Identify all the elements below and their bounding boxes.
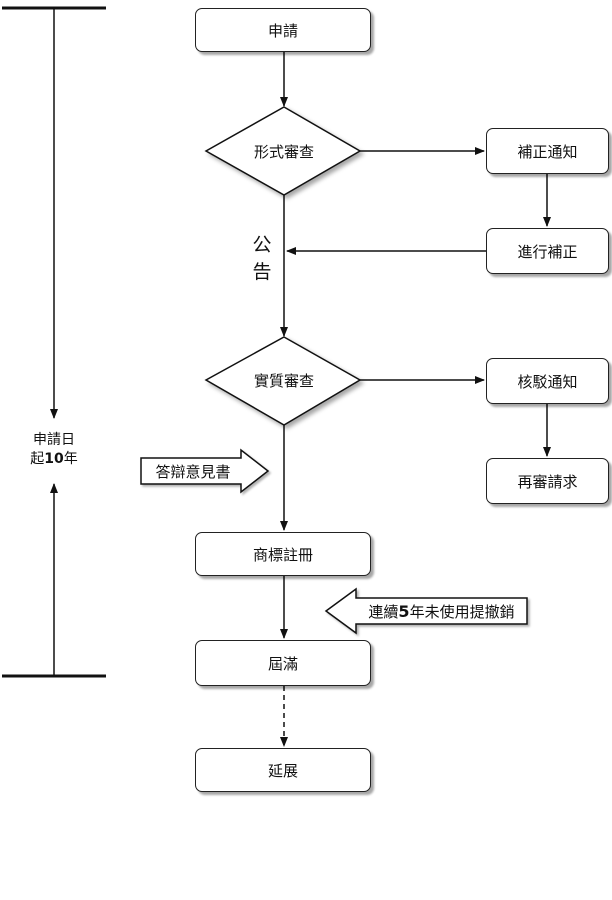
apply-node: 申請 (195, 8, 371, 52)
term-line-2-post: 年 (63, 451, 78, 467)
response-block-arrow (140, 448, 270, 494)
correction-notice-label: 補正通知 (517, 142, 578, 161)
substantive-review-diamond (204, 336, 362, 426)
re-examination-label: 再審請求 (517, 472, 578, 491)
term-label: 申請日 起10年 (19, 431, 89, 469)
renewal-node: 延展 (195, 748, 371, 792)
term-line-2-num: 10 (44, 451, 64, 467)
registration-node: 商標註冊 (195, 532, 371, 576)
revocation-pre: 連續 (368, 602, 399, 621)
substantive-review-label: 實質審查 (253, 371, 314, 390)
announcement-char-1: 公 (252, 234, 272, 256)
apply-label: 申請 (267, 21, 298, 40)
term-line-2: 起10年 (19, 450, 89, 469)
expiry-node: 屆滿 (195, 640, 371, 686)
correction-notice-node: 補正通知 (486, 128, 609, 174)
make-correction-label: 進行補正 (517, 242, 578, 261)
expiry-label: 屆滿 (267, 654, 298, 673)
revocation-block-arrow (324, 587, 528, 635)
re-examination-node: 再審請求 (486, 458, 609, 504)
rejection-notice-label: 核駁通知 (517, 372, 578, 391)
formal-review-diamond (204, 106, 362, 196)
revocation-num: 5 (398, 601, 410, 621)
announcement-char-2: 告 (252, 261, 272, 283)
renewal-label: 延展 (267, 761, 298, 780)
announcement-label: 公 告 (250, 232, 274, 286)
rejection-notice-node: 核駁通知 (486, 358, 609, 404)
response-label: 答辯意見書 (155, 462, 231, 481)
registration-label: 商標註冊 (252, 545, 313, 564)
formal-review-label: 形式審查 (253, 142, 314, 161)
revocation-post: 年未使用提撤銷 (409, 602, 515, 621)
make-correction-node: 進行補正 (486, 228, 609, 274)
term-line-1: 申請日 (33, 432, 75, 448)
term-line-2-pre: 起 (30, 451, 45, 467)
